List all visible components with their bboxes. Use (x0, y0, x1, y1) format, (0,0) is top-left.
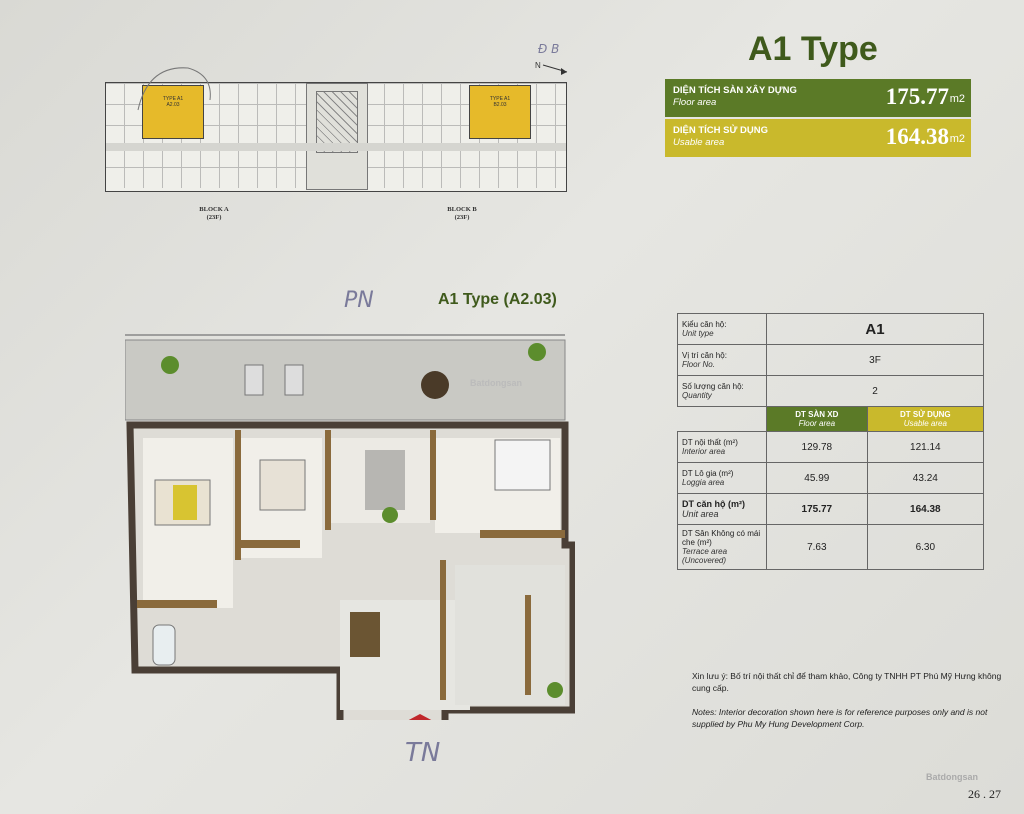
table-row: DT nội thất (m²)Interior area 129.78 121… (677, 431, 985, 463)
plan-watermark: Batdongsan (470, 378, 523, 388)
block-a-label: BLOCK A (23F) (184, 206, 244, 222)
handwriting-bottom: TN (405, 738, 441, 768)
row-label: DT Sân Không có mái che (m²)Terrace area… (677, 524, 767, 570)
row-floor-value: 175.77 (766, 493, 868, 525)
floor-area-unit: m2 (949, 93, 965, 105)
row-floor-value: 45.99 (766, 462, 868, 494)
svg-text:N: N (535, 61, 541, 70)
usable-area-value: 164.38 (885, 124, 949, 149)
note-en: Notes: Interior decoration shown here is… (692, 706, 1002, 730)
unit-a-label: TYPE A1 (162, 96, 184, 102)
quantity-value: 2 (766, 375, 984, 407)
col1-vi: DT SÀN XD (795, 410, 839, 419)
unit-type-label-en: Unit type (682, 329, 714, 338)
block-b-label: BLOCK B (23F) (432, 206, 492, 222)
pen-circle (137, 67, 211, 111)
floor-area-label-vi: DIỆN TÍCH SÀN XÂY DỰNG (673, 85, 797, 96)
table-row: DT Sân Không có mái che (m²)Terrace area… (677, 524, 985, 570)
row-usable-value: 6.30 (866, 524, 985, 570)
unit-type-label-vi: Kiểu căn hộ: (682, 320, 727, 329)
page-title: A1 Type (748, 30, 878, 68)
usable-area-box: DIỆN TÍCH SỬ DỤNG Usable area 164.38 m2 (665, 119, 971, 157)
row-floor-value: 7.63 (766, 524, 868, 570)
usable-area-unit: m2 (949, 133, 965, 145)
floor-label: Vị trí căn hộ:Floor No. (677, 344, 767, 376)
floor-area-label-en: Floor area (673, 97, 717, 108)
note-en-text: Notes: Interior decoration shown here is… (692, 707, 988, 729)
unit-a-highlight: TYPE A1 A2.03 (142, 85, 204, 139)
row-label-en: Interior area (682, 447, 726, 456)
col1-en: Floor area (798, 419, 836, 428)
floor-label-vi: Vị trí căn hộ: (682, 351, 727, 360)
key-plan: TYPE A1 A2.03 TYPE A1 B2.03 (105, 82, 567, 192)
row-usable-value: 43.24 (866, 462, 985, 494)
usable-area-label: DIỆN TÍCH SỬ DỤNG Usable area (673, 125, 768, 149)
col2-en: Usable area (903, 419, 947, 428)
compass-icon: N (535, 61, 568, 75)
block-a-floors: (23F) (206, 214, 222, 221)
usable-area-label-vi: DIỆN TÍCH SỬ DỤNG (673, 125, 768, 136)
col2-vi: DT SỬ DỤNG (900, 410, 951, 419)
unit-b-label: TYPE A1 (489, 96, 511, 102)
floor-value: 3F (766, 344, 984, 376)
row-label-en: Terrace area (Uncovered) (682, 547, 728, 565)
footer-watermark: Batdongsan (926, 772, 979, 782)
unit-type-value: A1 (766, 313, 984, 345)
quantity-label: Số lượng căn hộ:Quantity (677, 375, 767, 407)
floor-area-value: 175.77 (885, 84, 949, 109)
row-label-en: Unit area (682, 509, 719, 519)
block-b-floors: (23F) (454, 214, 470, 221)
row-label-vi: DT Sân Không có mái che (m²) (682, 529, 761, 547)
row-usable-value: 164.38 (866, 493, 985, 525)
floor-plan (125, 334, 575, 720)
row-label-vi: DT nội thất (m²) (682, 438, 738, 447)
table-row: DT Lô gia (m²)Loggia area 45.99 43.24 (677, 462, 985, 494)
table-row: DT căn hộ (m²)Unit area 175.77 164.38 (677, 493, 985, 525)
floor-label-en: Floor No. (682, 360, 715, 369)
handwriting-top: PN (344, 288, 374, 313)
quantity-label-vi: Số lượng căn hộ: (682, 382, 744, 391)
row-usable-value: 121.14 (866, 431, 985, 463)
row-label-en: Loggia area (682, 478, 725, 487)
row-label: DT căn hộ (m²)Unit area (677, 493, 767, 525)
row-label-vi: DT Lô gia (m²) (682, 469, 734, 478)
page-number: 26 . 27 (968, 787, 1001, 801)
row-label: DT Lô gia (m²)Loggia area (677, 462, 767, 494)
header-spacer (678, 407, 767, 432)
unit-b-code: B2.03 (493, 102, 507, 108)
floor-area-box: DIỆN TÍCH SÀN XÂY DỰNG Floor area 175.77… (665, 79, 971, 117)
plan-title: A1 Type (A2.03) (438, 291, 557, 308)
block-b-name: BLOCK B (447, 206, 477, 213)
spec-table: Kiểu căn hộ:Unit type A1 Vị trí căn hộ:F… (677, 313, 985, 570)
block-a-name: BLOCK A (199, 206, 229, 213)
usable-area-label-en: Usable area (673, 137, 725, 148)
row-label: DT nội thất (m²)Interior area (677, 431, 767, 463)
note-vi: Xin lưu ý: Bố trí nội thất chỉ để tham k… (692, 671, 1002, 693)
floor-area-label: DIỆN TÍCH SÀN XÂY DỰNG Floor area (673, 85, 797, 109)
row-label-vi: DT căn hộ (m²) (682, 499, 745, 509)
handwriting-compass: Đ B (538, 42, 560, 56)
quantity-label-en: Quantity (682, 391, 712, 400)
row-floor-value: 129.78 (766, 431, 868, 463)
unit-b-highlight: TYPE A1 B2.03 (469, 85, 531, 139)
unit-a-code: A2.03 (166, 102, 180, 108)
unit-type-label: Kiểu căn hộ:Unit type (677, 313, 767, 345)
